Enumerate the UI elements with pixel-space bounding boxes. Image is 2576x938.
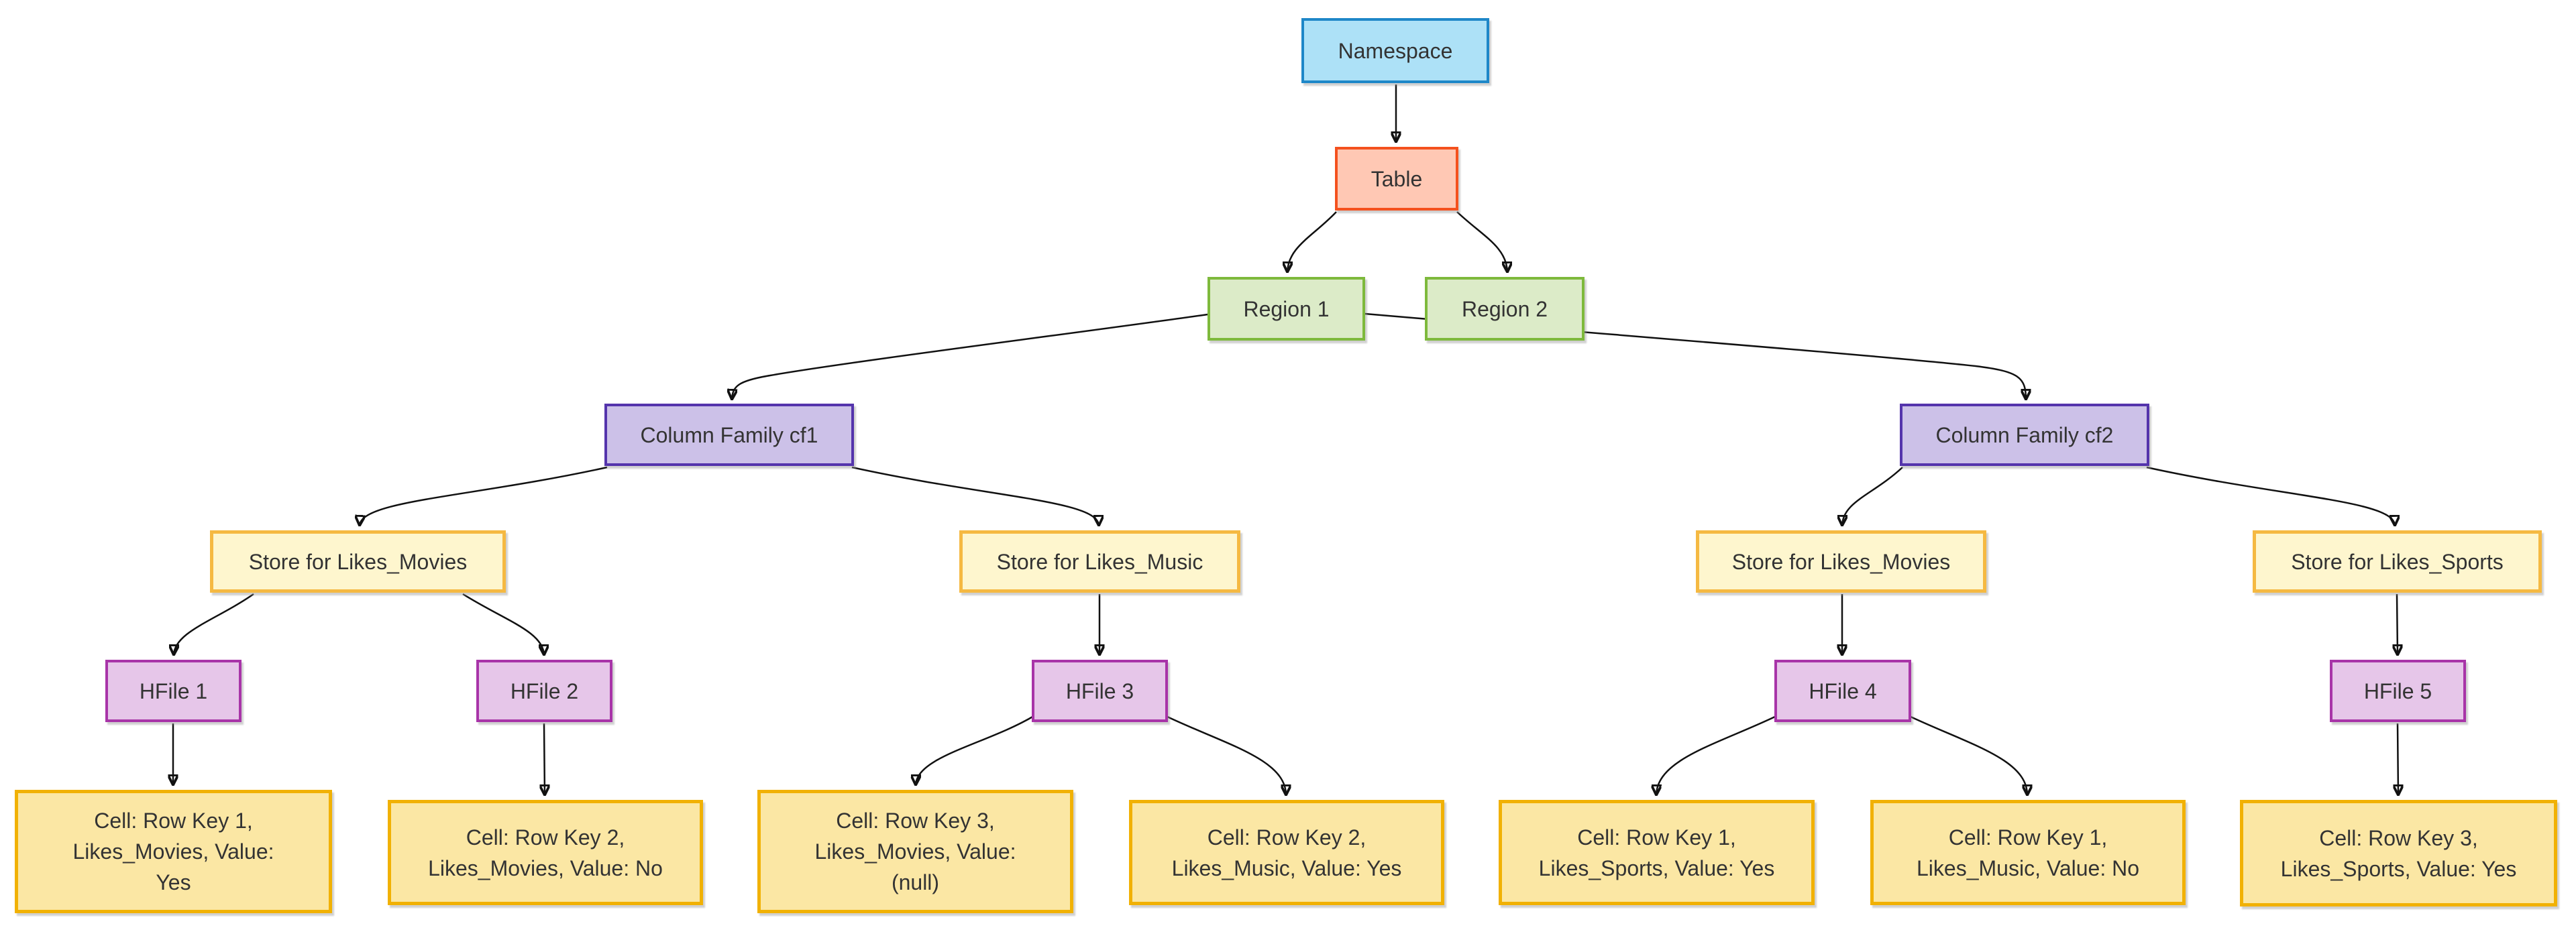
node-cell-3: Cell: Row Key 3, Likes_Movies, Value: (n… xyxy=(757,790,1073,913)
node-column-family-cf1: Column Family cf1 xyxy=(604,404,854,466)
edge-cf2-store-cf2-sports xyxy=(2146,466,2395,526)
edge-store-cf2-sports-hfile5 xyxy=(2397,593,2398,655)
node-hfile-3: HFile 3 xyxy=(1032,660,1168,722)
edge-hfile3-cell4 xyxy=(1165,715,1286,795)
edge-hfile4-cell5 xyxy=(1656,715,1777,795)
node-store-cf1-likes-movies: Store for Likes_Movies xyxy=(210,530,506,593)
node-hfile-5: HFile 5 xyxy=(2330,660,2466,722)
edge-hfile2-cell2 xyxy=(544,723,545,795)
node-hfile-1: HFile 1 xyxy=(105,660,241,722)
node-namespace: Namespace xyxy=(1301,18,1489,83)
node-column-family-cf2: Column Family cf2 xyxy=(1900,404,2149,466)
node-cell-1: Cell: Row Key 1, Likes_Movies, Value: Ye… xyxy=(15,790,332,913)
node-cell-4: Cell: Row Key 2, Likes_Music, Value: Yes xyxy=(1129,800,1444,905)
edge-store-cf1-movies-hfile2 xyxy=(462,593,544,655)
edge-store-cf1-movies-hfile1 xyxy=(174,593,254,655)
node-cell-6: Cell: Row Key 1, Likes_Music, Value: No xyxy=(1870,800,2186,905)
edge-table-region2 xyxy=(1456,211,1507,272)
edge-region1-cf1 xyxy=(732,313,1208,400)
node-cell-7: Cell: Row Key 3, Likes_Sports, Value: Ye… xyxy=(2240,800,2557,906)
node-store-cf2-likes-movies: Store for Likes_Movies xyxy=(1696,530,1986,593)
edge-cf2-store-cf2-movies xyxy=(1842,467,1903,526)
edge-cf1-store-cf1-music xyxy=(851,466,1099,526)
node-cell-2: Cell: Row Key 2, Likes_Movies, Value: No xyxy=(388,800,703,905)
edge-cf1-store-cf1-movies xyxy=(360,466,608,526)
node-hfile-2: HFile 2 xyxy=(476,660,612,722)
node-cell-5: Cell: Row Key 1, Likes_Sports, Value: Ye… xyxy=(1499,800,1815,905)
edge-hfile3-cell3 xyxy=(916,715,1034,785)
node-table: Table xyxy=(1335,147,1458,211)
node-region-2: Region 2 xyxy=(1425,277,1585,341)
node-hfile-4: HFile 4 xyxy=(1774,660,1911,722)
edge-table-region1 xyxy=(1287,211,1337,272)
node-store-cf2-likes-sports: Store for Likes_Sports xyxy=(2253,530,2542,593)
edge-hfile4-cell6 xyxy=(1909,715,2027,795)
node-store-cf1-likes-music: Store for Likes_Music xyxy=(959,530,1240,593)
node-region-1: Region 1 xyxy=(1208,277,1365,341)
